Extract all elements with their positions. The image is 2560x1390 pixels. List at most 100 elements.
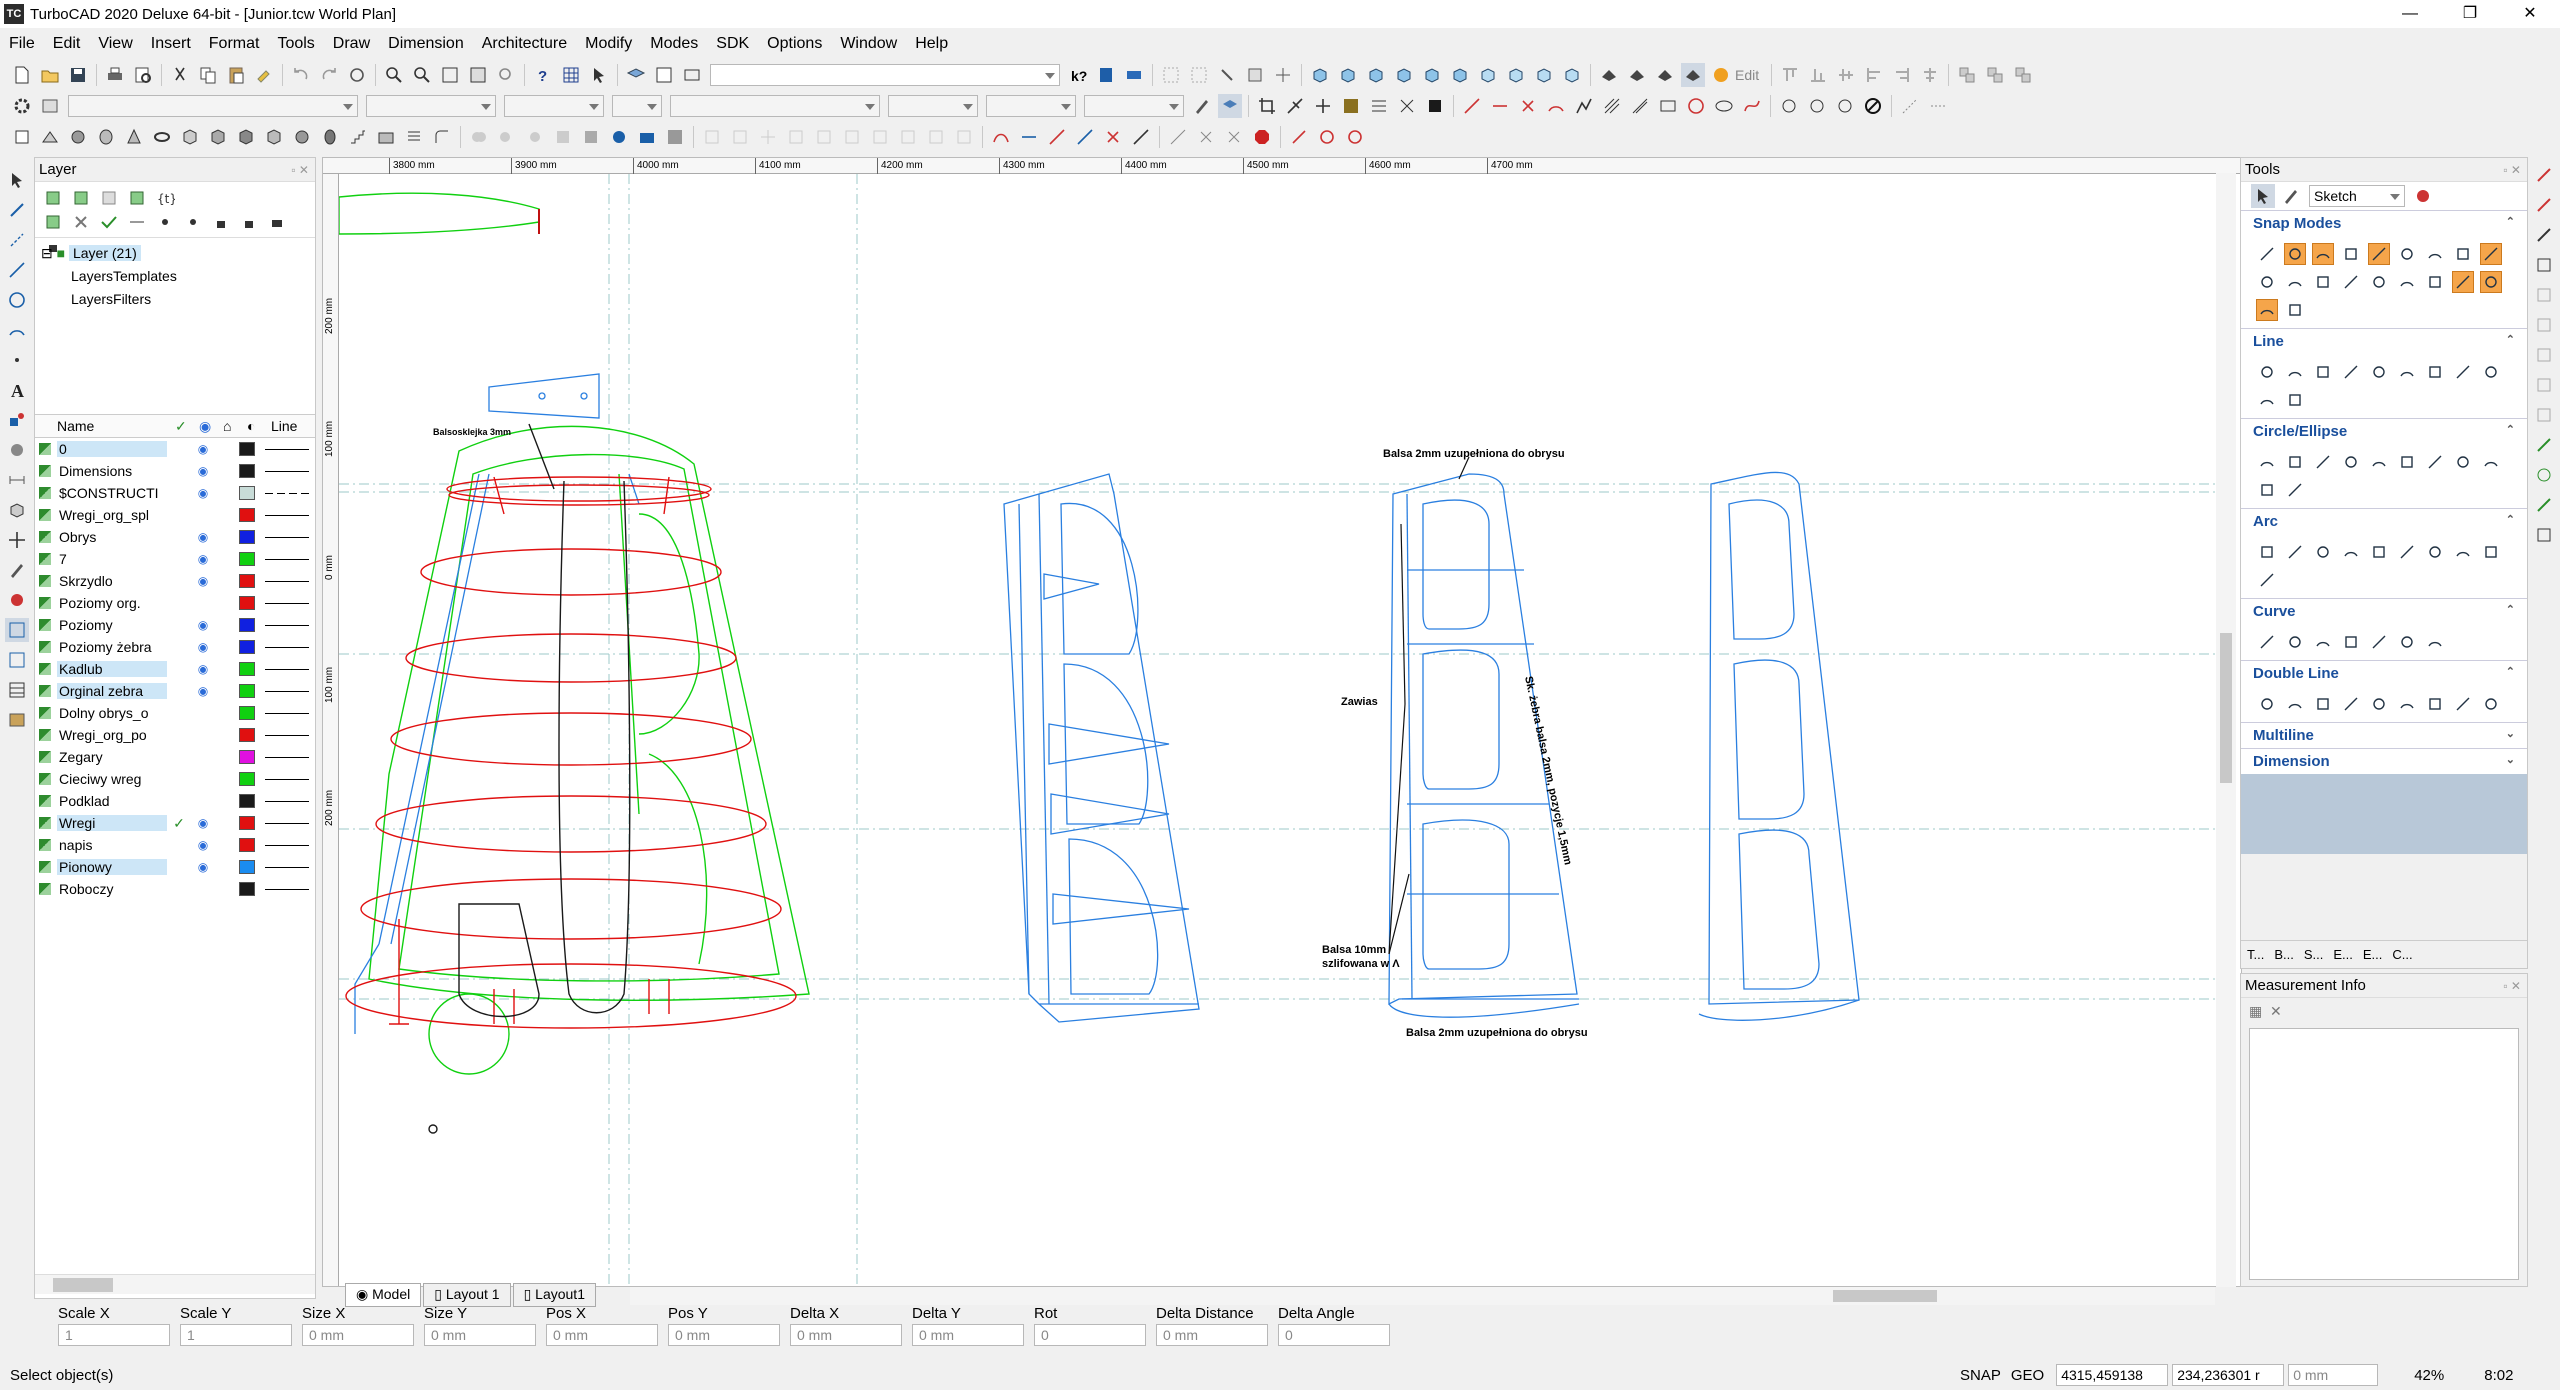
tools-mode-combo[interactable]: Sketch xyxy=(2309,185,2405,207)
layer-copy-icon[interactable] xyxy=(69,186,93,210)
inspector-input[interactable]: 0 mm xyxy=(546,1324,658,1346)
tool-icon[interactable] xyxy=(2452,243,2474,265)
tool-icon[interactable] xyxy=(2368,361,2390,383)
tool-icon[interactable] xyxy=(2424,243,2446,265)
ortho-i-icon[interactable] xyxy=(924,125,948,149)
layer-row[interactable]: napis◉ xyxy=(35,834,315,856)
tool-icon[interactable] xyxy=(2452,693,2474,715)
arc-red-b-icon[interactable] xyxy=(1315,125,1339,149)
layer-row[interactable]: Wregi✓◉ xyxy=(35,812,315,834)
dimension-b-icon[interactable] xyxy=(1926,94,1950,118)
snap-quad-icon[interactable] xyxy=(1833,94,1857,118)
tool-icon[interactable] xyxy=(2256,299,2278,321)
layer-visibility-icon[interactable]: ◉ xyxy=(197,442,209,456)
layer-row[interactable]: Skrzydlo◉ xyxy=(35,570,315,592)
library-icon[interactable] xyxy=(1094,63,1118,87)
strip-a-icon[interactable] xyxy=(2532,163,2556,187)
tool-icon[interactable] xyxy=(2340,541,2362,563)
tools-section-0[interactable]: Snap Modes⌃ xyxy=(2241,210,2527,236)
layer-linestyle[interactable] xyxy=(265,690,309,692)
view-iso-4-icon[interactable] xyxy=(1560,63,1584,87)
inspector-input[interactable]: 0 mm xyxy=(1156,1324,1268,1346)
tool-icon[interactable] xyxy=(2284,631,2306,653)
layer-visibility-icon[interactable]: ◉ xyxy=(197,486,209,500)
inspector-input[interactable]: 1 xyxy=(58,1324,170,1346)
shape-thread-icon[interactable] xyxy=(402,125,426,149)
layer-row[interactable]: Wregi_org_po xyxy=(35,724,315,746)
layer-arrow-icon[interactable] xyxy=(125,210,149,234)
ortho-h-icon[interactable] xyxy=(896,125,920,149)
minimize-button[interactable]: — xyxy=(2402,5,2418,22)
tool-icon[interactable] xyxy=(2312,243,2334,265)
snap-indicator[interactable]: SNAP xyxy=(1960,1366,2001,1384)
print-preview-icon[interactable] xyxy=(131,63,155,87)
inspector-input[interactable]: 0 mm xyxy=(668,1324,780,1346)
point-icon[interactable] xyxy=(5,228,29,252)
view-3d-top-icon[interactable] xyxy=(1420,63,1444,87)
snap-box-icon[interactable] xyxy=(1243,63,1267,87)
strip-d-icon[interactable] xyxy=(2532,253,2556,277)
canvas-vscroll[interactable] xyxy=(2216,173,2236,1287)
shape-loft-icon[interactable] xyxy=(290,125,314,149)
tool-icon[interactable] xyxy=(2284,389,2306,411)
open-folder-icon[interactable] xyxy=(38,63,62,87)
font-combo[interactable] xyxy=(670,95,880,117)
reshape-icon[interactable] xyxy=(5,198,29,222)
dimension-a-icon[interactable] xyxy=(1898,94,1922,118)
layer-linestyle[interactable] xyxy=(265,580,309,582)
align-top-icon[interactable] xyxy=(1778,63,1802,87)
zoom-extents-icon[interactable] xyxy=(466,63,490,87)
tools-bottom-tab[interactable]: S... xyxy=(2303,947,2324,962)
undo-icon[interactable] xyxy=(289,63,313,87)
ortho-d-icon[interactable] xyxy=(784,125,808,149)
layer-color-swatch[interactable] xyxy=(239,486,255,500)
view-3d-bottom-icon[interactable] xyxy=(1448,63,1472,87)
render-icon[interactable] xyxy=(1122,63,1146,87)
selector-icon[interactable] xyxy=(587,63,611,87)
pen-color-icon[interactable] xyxy=(38,94,62,118)
tools-section-1[interactable]: Line⌃ xyxy=(2241,328,2527,354)
table-icon[interactable] xyxy=(5,678,29,702)
shape-wedge-icon[interactable] xyxy=(38,125,62,149)
tool-icon[interactable] xyxy=(2480,271,2502,293)
inspector-input[interactable]: 1 xyxy=(180,1324,292,1346)
layer-row[interactable]: Zegary xyxy=(35,746,315,768)
tool-icon[interactable] xyxy=(2368,693,2390,715)
luminance-icon[interactable] xyxy=(663,125,687,149)
tool-icon[interactable] xyxy=(2452,451,2474,473)
color-combo[interactable] xyxy=(68,95,358,117)
edit-mode-icon[interactable] xyxy=(1709,63,1733,87)
camera-icon[interactable] xyxy=(635,125,659,149)
layer-color-swatch[interactable] xyxy=(239,706,255,720)
drawing-area[interactable]: Balsa 2mm uzupełniona do obrysu Zawias B… xyxy=(339,174,2239,1284)
layer-color-swatch[interactable] xyxy=(239,684,255,698)
layer-linestyle[interactable] xyxy=(265,844,309,846)
snap-magnet-icon[interactable] xyxy=(1215,63,1239,87)
layer-color-swatch[interactable] xyxy=(239,574,255,588)
menu-modify[interactable]: Modify xyxy=(585,35,633,52)
inspector-input[interactable]: 0 xyxy=(1278,1324,1390,1346)
tool-icon[interactable] xyxy=(2424,541,2446,563)
shape-sweep-icon[interactable] xyxy=(262,125,286,149)
multiline-tool-icon[interactable] xyxy=(1628,94,1652,118)
layer-visibility-icon[interactable]: ◉ xyxy=(197,464,209,478)
tool-icon[interactable] xyxy=(2396,631,2418,653)
align-right-icon[interactable] xyxy=(1890,63,1914,87)
view-iso-1-icon[interactable] xyxy=(1476,63,1500,87)
undo-history-icon[interactable] xyxy=(345,63,369,87)
canvas-hscroll[interactable] xyxy=(630,1287,2215,1305)
inspector-input[interactable]: 0 mm xyxy=(424,1324,536,1346)
tool-icon[interactable] xyxy=(2340,631,2362,653)
curve-f-icon[interactable] xyxy=(1129,125,1153,149)
layer-linestyle[interactable] xyxy=(265,866,309,868)
tool-icon[interactable] xyxy=(2256,361,2278,383)
tool-icon[interactable] xyxy=(2284,451,2306,473)
layer-hscroll[interactable] xyxy=(35,1274,315,1294)
tool-icon[interactable] xyxy=(2284,243,2306,265)
layer-name[interactable]: Wregi_org_spl xyxy=(59,507,150,523)
layer-linestyle[interactable] xyxy=(265,448,309,450)
tool-icon[interactable] xyxy=(2424,693,2446,715)
insert-icon[interactable] xyxy=(5,438,29,462)
measure-icon[interactable] xyxy=(5,648,29,672)
layer-lock2-icon[interactable] xyxy=(41,234,65,258)
